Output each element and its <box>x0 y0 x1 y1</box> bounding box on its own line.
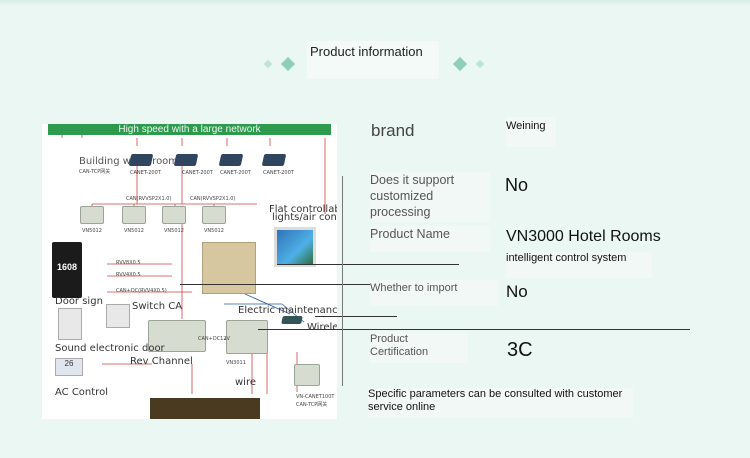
flat-touch-panel <box>274 227 316 267</box>
switch-panel-grey <box>106 304 130 328</box>
label-lights-air: lights/air conditioner <box>272 212 337 223</box>
label-vn-2: VN5012 <box>124 228 144 234</box>
label-vn-1: VN5012 <box>82 228 102 234</box>
keypad-number: 1608 <box>56 262 78 272</box>
vn5012-module-2 <box>122 206 146 224</box>
label-can-rvvsp-1: CAN(RVVSP2X1.0) <box>126 196 172 202</box>
label-canet-1: CANET-200T <box>130 170 161 176</box>
customized-value: No <box>505 175 529 195</box>
annotation-line-4 <box>315 316 397 317</box>
import-value: No <box>506 282 528 301</box>
label-can-tcp-2: CAN-TCP网关 <box>296 402 328 408</box>
label-rvv-1: RVV8X0.5 <box>116 260 141 266</box>
decor-diamond-right-small <box>475 59 485 69</box>
label-sound-door: Sound electronic door <box>55 343 165 354</box>
certification-label: Product Certification <box>370 333 468 363</box>
label-electric-maintenance: Electric maintenance <box>238 305 337 316</box>
door-keypad-panel: 1608 <box>52 242 82 298</box>
product-name-value-2: intelligent control system <box>506 252 652 278</box>
decor-diamond-right-big <box>452 56 468 72</box>
diagram-banner: High speed with a large network <box>48 124 331 135</box>
label-can-tcp: CAN-TCP网关 <box>79 169 111 175</box>
thermo-reading: 26 <box>64 359 74 368</box>
door-sign-panel <box>58 308 82 340</box>
label-can-rvvsp-2: CAN(RVVSP2X1.0) <box>190 196 236 202</box>
annotation-vline <box>342 176 343 386</box>
gateway-1 <box>128 154 154 166</box>
canet-100t-module <box>294 364 320 386</box>
thermostat-panel: 26 <box>55 358 83 376</box>
label-canet-3: CANET-200T <box>220 170 251 176</box>
device-strip <box>150 398 260 419</box>
product-name-label: Product Name <box>370 226 490 252</box>
annotation-line-2 <box>180 284 450 285</box>
brand-label: brand <box>371 121 415 140</box>
section-title: Product information <box>307 41 439 79</box>
label-vn-3: VN5012 <box>164 228 184 234</box>
label-flat-controllable: Flat controllable <box>269 204 337 215</box>
import-label: Whether to import <box>370 280 498 306</box>
customized-label: Does it support customized processing <box>370 172 490 222</box>
label-canet-4: CANET-200T <box>263 170 294 176</box>
label-wire: wire <box>235 377 257 388</box>
controller-module-2 <box>226 320 268 354</box>
annotation-line-3 <box>258 329 690 330</box>
label-vn3011: VN3011 <box>226 360 246 366</box>
label-canet-2: CANET-200T <box>182 170 213 176</box>
switch-panel-tan <box>202 242 256 294</box>
annotation-line-1 <box>277 264 459 265</box>
gateway-2 <box>173 154 199 166</box>
wireless-gateway <box>281 316 303 324</box>
label-can-dc-2: CAN+DC12V <box>198 336 230 342</box>
label-can-dc: CAN+DC(RVV4X0.5) <box>116 288 167 294</box>
system-diagram-image: High speed with a large network Building… <box>42 124 337 419</box>
brand-value: Weining <box>506 117 556 147</box>
certification-value: 3C <box>507 339 533 361</box>
vn5012-module-3 <box>162 206 186 224</box>
label-vn-canet: VN-CANET100T <box>296 394 335 400</box>
vn5012-module-4 <box>202 206 226 224</box>
controller-module-1 <box>148 320 206 352</box>
decor-diamond-left-small <box>263 59 273 69</box>
label-wireless-device: Wireless device <box>307 322 337 333</box>
label-building-weak-room: Building weak room <box>79 156 179 167</box>
decor-diamond-left-big <box>280 56 296 72</box>
label-ac-control: AC Control <box>55 387 108 398</box>
label-switch-ca: Switch CA <box>132 301 183 312</box>
consult-note: Specific parameters can be consulted wit… <box>368 388 633 418</box>
label-rev-channel: Rev Channel <box>130 356 193 367</box>
label-door-sign: Door sign <box>55 296 103 307</box>
product-name-value: VN3000 Hotel Rooms <box>506 228 661 245</box>
label-rvv-2: RVV4X0.5 <box>116 272 141 278</box>
label-vn-4: VN5012 <box>204 228 224 234</box>
gateway-3 <box>218 154 244 166</box>
top-band <box>0 0 750 6</box>
gateway-4 <box>261 154 287 166</box>
vn5012-module-1 <box>80 206 104 224</box>
